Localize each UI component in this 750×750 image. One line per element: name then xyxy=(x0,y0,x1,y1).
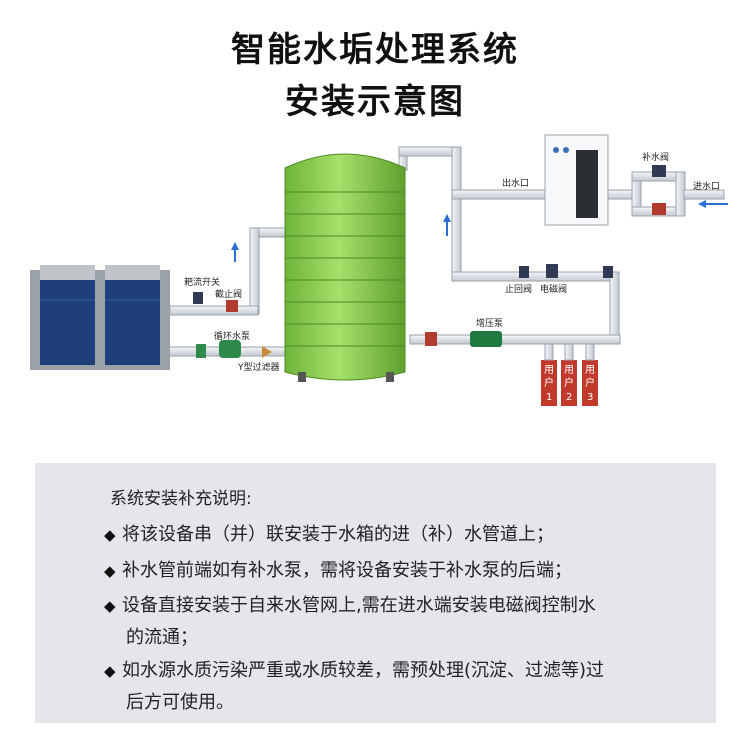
label-booster-pump: 增压泵 xyxy=(476,317,503,329)
label-outlet: 出水口 xyxy=(502,177,529,189)
label-stop-valve: 截止阀 xyxy=(215,288,242,300)
note-item-4-text: 如水源水质污染严重或水质较差，需预处理(沉淀、过滤等)过 xyxy=(122,660,605,681)
label-bypass-switch: 耙流开关 xyxy=(184,276,220,288)
title-line-1: 智能水垢处理系统 xyxy=(231,30,519,70)
pipe-network xyxy=(167,146,725,357)
label-check-valve: 止回阀 xyxy=(505,283,532,295)
user2-char-3: 2 xyxy=(566,392,572,403)
label-y-filter: Y型过滤器 xyxy=(237,361,280,373)
note-item-2: ◆ 补水管前端如有补水泵，需将设备安装于补水泵的后端； xyxy=(104,556,572,582)
user1-char-2: 户 xyxy=(544,376,554,389)
diamond-bullet-icon: ◆ xyxy=(104,662,116,680)
installation-diagram: 耙流开关 截止阀 循环水泵 Y型过滤器 出水口 补水阀 进水口 止回阀 电磁阀 … xyxy=(30,134,728,406)
note-item-4: ◆ 如水源水质污染严重或水质较差，需预处理(沉淀、过滤等)过 xyxy=(104,656,604,682)
user1-char-3: 1 xyxy=(546,392,552,403)
label-inlet: 进水口 xyxy=(693,180,720,192)
chiller-units xyxy=(30,265,170,370)
user-taps xyxy=(541,343,598,406)
user2-char-1: 用 xyxy=(564,365,574,376)
note-item-1: ◆ 将该设备串（并）联安装于水箱的进（补）水管道上； xyxy=(104,520,554,546)
label-makeup-valve: 补水阀 xyxy=(642,151,669,163)
scale-treatment-device xyxy=(544,134,609,226)
diamond-bullet-icon: ◆ xyxy=(104,526,116,544)
diamond-bullet-icon: ◆ xyxy=(104,597,116,615)
diamond-bullet-icon: ◆ xyxy=(104,562,116,580)
note-item-3-text: 设备直接安装于自来水管网上,需在进水端安装电磁阀控制水 xyxy=(122,595,596,616)
user3-char-2: 户 xyxy=(585,376,595,389)
user3-char-3: 3 xyxy=(587,392,593,403)
water-tank xyxy=(284,153,406,382)
valves-pumps xyxy=(193,165,666,358)
notes-heading: 系统安装补充说明: xyxy=(110,489,252,509)
flow-arrows xyxy=(231,200,728,262)
notes-panel xyxy=(35,463,716,723)
user1-char-1: 用 xyxy=(544,365,554,376)
title-line-2: 安装示意图 xyxy=(285,82,465,122)
note-item-3-line-2: 的流通； xyxy=(126,627,198,648)
note-item-2-text: 补水管前端如有补水泵，需将设备安装于补水泵的后端； xyxy=(122,560,572,581)
note-item-3: ◆ 设备直接安装于自来水管网上,需在进水端安装电磁阀控制水 xyxy=(104,591,596,617)
note-item-1-text: 将该设备串（并）联安装于水箱的进（补）水管道上； xyxy=(122,524,554,545)
user2-char-2: 户 xyxy=(564,376,574,389)
label-solenoid-valve: 电磁阀 xyxy=(540,283,567,295)
label-circulation-pump: 循环水泵 xyxy=(214,330,250,342)
user3-char-1: 用 xyxy=(585,365,595,376)
note-item-4-line-2: 后方可使用。 xyxy=(126,692,234,713)
